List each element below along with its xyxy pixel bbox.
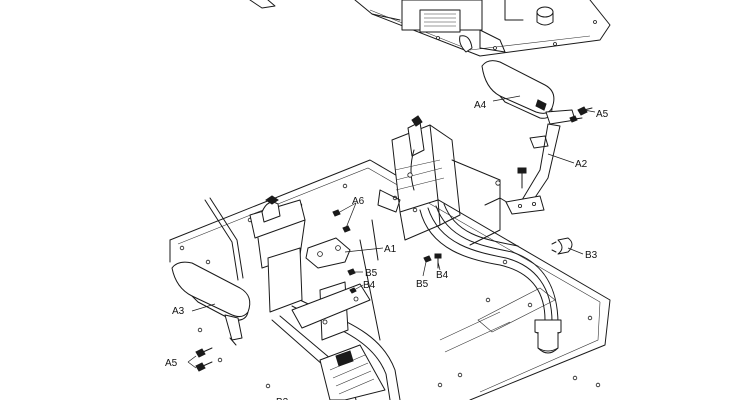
hose-clamp-b3: [551, 237, 573, 255]
callout-b2-partial: B2: [276, 397, 289, 400]
callout-a2: A2: [575, 159, 588, 170]
right-console-frame: [377, 115, 521, 246]
bolt-a2-vertical: [517, 167, 527, 189]
callout-a3: A3: [172, 306, 185, 317]
armrest-a4: [481, 60, 555, 119]
callout-a4: A4: [474, 100, 487, 111]
callout-b4-left: B4: [363, 280, 376, 291]
callout-b4-center: B4: [436, 270, 449, 281]
bracket-a1: [305, 237, 351, 269]
leader-lines: [187, 95, 596, 369]
bolt-b5-left: [423, 255, 432, 263]
bolt-a6-upper: [332, 209, 341, 217]
bolt-a5-left-lower: [195, 361, 213, 372]
callout-a1: A1: [384, 244, 397, 255]
bracket-a2: [505, 109, 576, 215]
callout-a5-right: A5: [596, 109, 609, 120]
callout-labels: A4 A5 A2 A6 A1 B3 B5 B4 B4 B5 A3 A5 B2: [165, 100, 609, 400]
floor-plate: [169, 159, 611, 400]
bolt-b4-center: [434, 253, 442, 269]
callout-b5-left: B5: [365, 268, 378, 279]
bolt-a5-right: [577, 106, 593, 116]
bolt-a5-left-upper: [195, 347, 213, 358]
bolt-a5-right-lower: [569, 115, 583, 123]
bolt-b5-center: [347, 268, 356, 276]
callout-b3: B3: [585, 250, 598, 261]
callout-a5-left: A5: [165, 358, 178, 369]
callout-a6: A6: [352, 196, 365, 207]
callout-b5-center: B5: [416, 279, 429, 290]
upper-assembly-view: [249, 0, 611, 57]
left-console-frame: [204, 195, 386, 400]
armrest-a3: [171, 261, 251, 346]
bolt-b4-left: [349, 287, 357, 294]
